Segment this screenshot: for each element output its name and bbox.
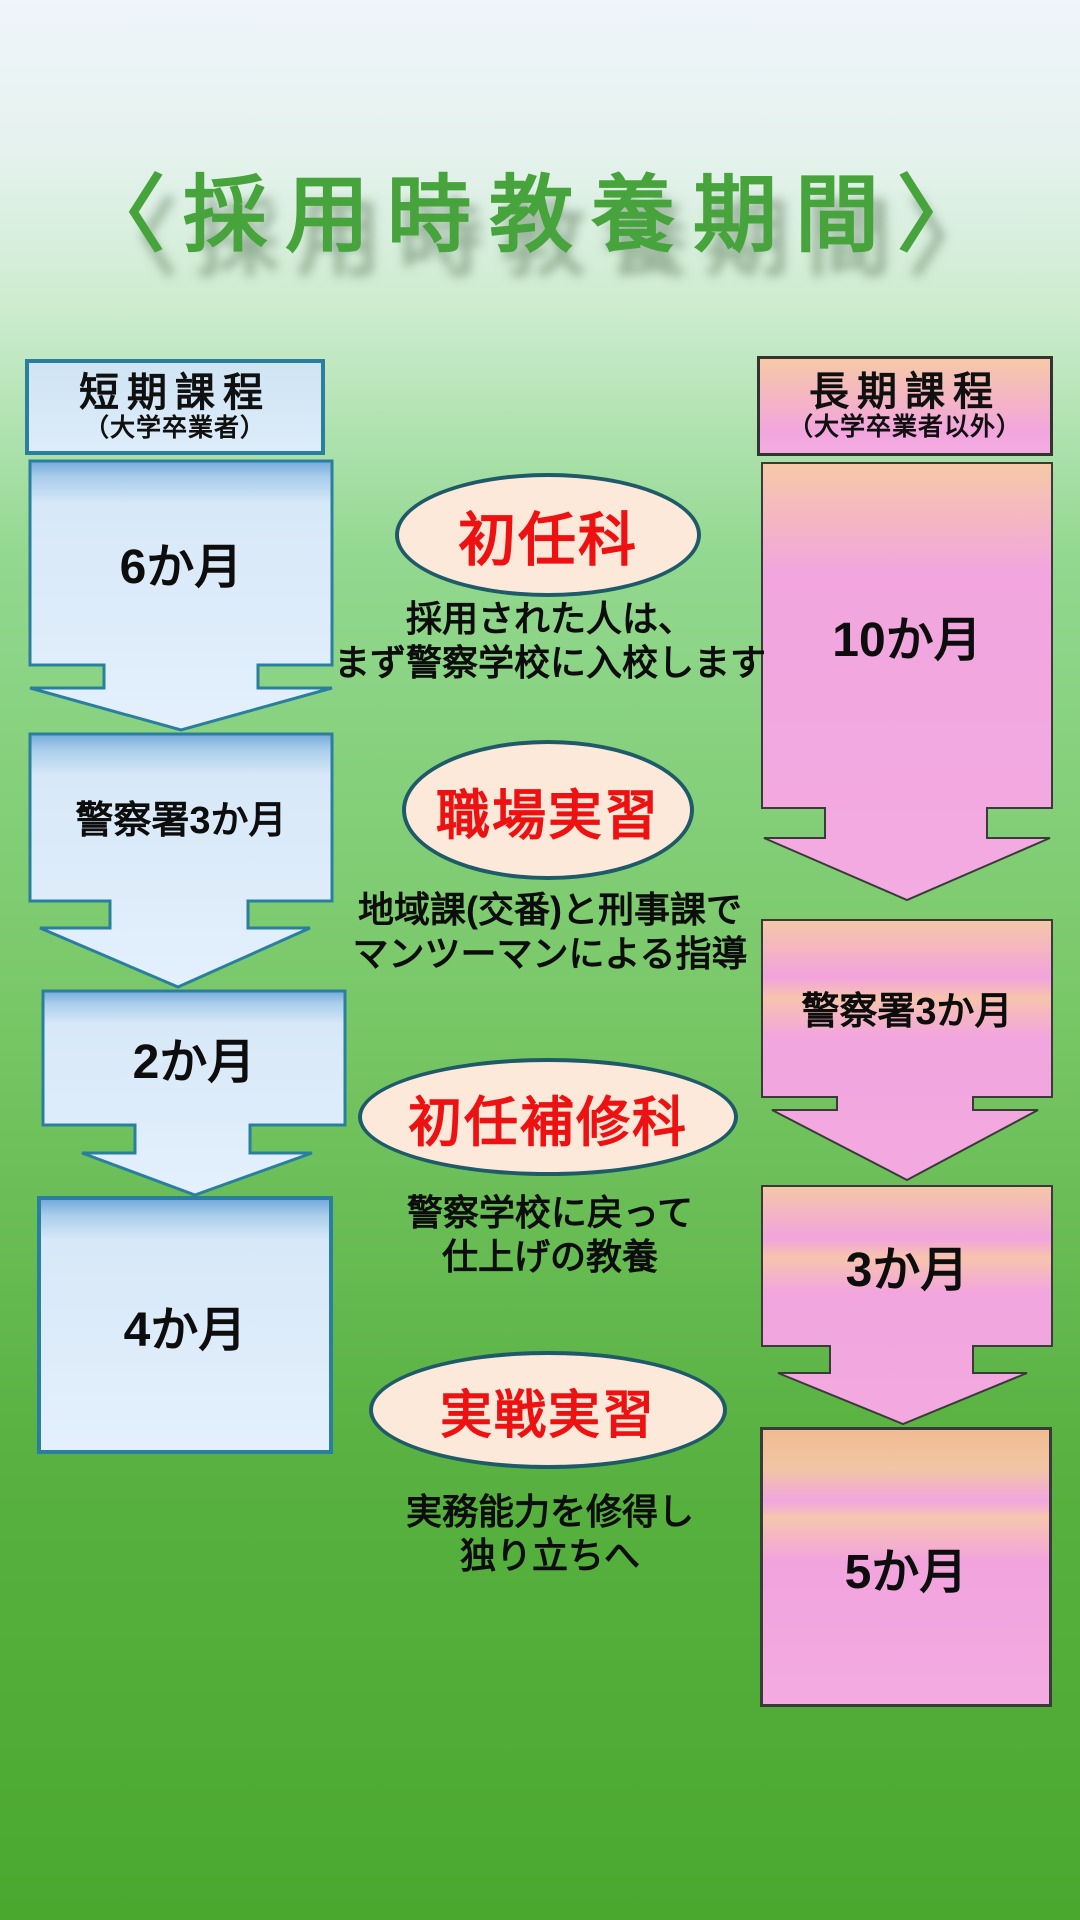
left-step-1-arrow-box: 6か月 bbox=[27, 458, 335, 734]
stage-2-desc-line1: 地域課(交番)と刑事課で bbox=[358, 889, 742, 930]
right-step-3-label: 3か月 bbox=[845, 1244, 969, 1297]
left-step-4-box: 4か月 bbox=[37, 1196, 333, 1454]
stage-3-description: 警察学校に戻って 仕上げの教養 bbox=[310, 1191, 790, 1279]
stage-3-oval: 初任補修科 bbox=[358, 1058, 738, 1176]
down-arrow-callout-shape bbox=[28, 732, 334, 989]
left-step-2-arrow-box: 警察署3か月 bbox=[27, 731, 335, 991]
down-arrow-callout-shape bbox=[761, 919, 1053, 1182]
stage-4-desc-line1: 実務能力を修得し bbox=[405, 1491, 694, 1532]
down-arrow-callout-shape bbox=[761, 462, 1053, 902]
short-course-title: 短期課程 bbox=[79, 370, 271, 415]
stage-1-description: 採用された人は、 まず警察学校に入校します bbox=[310, 597, 790, 685]
down-arrow-callout-shape bbox=[41, 989, 347, 1197]
down-arrow-callout-shape bbox=[761, 1185, 1053, 1426]
left-step-3-label: 2か月 bbox=[132, 1035, 256, 1089]
right-step-1-arrow-box: 10か月 bbox=[760, 461, 1054, 905]
stage-3-label: 初任補修科 bbox=[408, 1092, 688, 1153]
stage-4-oval: 実戦実習 bbox=[369, 1351, 727, 1469]
stage-4-description: 実務能力を修得し 独り立ちへ bbox=[310, 1490, 790, 1578]
stage-2-label: 職場実習 bbox=[436, 785, 660, 846]
stage-1-desc-line1: 採用された人は、 bbox=[405, 598, 694, 639]
right-step-2-label: 警察署3か月 bbox=[801, 991, 1013, 1033]
left-step-3-arrow-box: 2か月 bbox=[40, 988, 348, 1200]
right-step-2-arrow-box: 警察署3か月 bbox=[760, 918, 1054, 1184]
long-course-subtitle: （大学卒業者以外） bbox=[787, 412, 1022, 441]
stage-3-desc-line2: 仕上げの教養 bbox=[441, 1235, 658, 1277]
left-step-1-label: 6か月 bbox=[119, 540, 243, 594]
down-arrow-callout-shape bbox=[28, 459, 334, 732]
stage-2-oval: 職場実習 bbox=[402, 740, 694, 880]
right-step-1-label: 10か月 bbox=[832, 613, 982, 667]
stage-1-oval: 初任科 bbox=[395, 473, 701, 597]
stage-1-label: 初任科 bbox=[457, 508, 638, 573]
stage-1-desc-line2: まず警察学校に入校します bbox=[333, 641, 766, 683]
right-step-4-label: 5か月 bbox=[844, 1546, 968, 1599]
main-title: 〈採用時教養期間〉 bbox=[80, 168, 999, 262]
stage-4-label: 実戦実習 bbox=[439, 1386, 656, 1445]
left-step-2-label: 警察署3か月 bbox=[75, 799, 287, 842]
long-course-header: 長期課程 （大学卒業者以外） bbox=[757, 356, 1053, 456]
left-step-4-label: 4か月 bbox=[123, 1304, 247, 1357]
right-step-3-arrow-box: 3か月 bbox=[760, 1184, 1054, 1428]
long-course-title: 長期課程 bbox=[809, 369, 1001, 414]
short-course-header: 短期課程 （大学卒業者） bbox=[25, 359, 325, 455]
stage-3-desc-line1: 警察学校に戻って bbox=[406, 1192, 694, 1233]
stage-2-description: 地域課(交番)と刑事課で マンツーマンによる指導 bbox=[310, 888, 790, 976]
right-step-4-box: 5か月 bbox=[760, 1427, 1052, 1707]
stage-2-desc-line2: マンツーマンによる指導 bbox=[352, 932, 748, 974]
stage-4-desc-line2: 独り立ちへ bbox=[459, 1534, 640, 1576]
short-course-subtitle: （大学卒業者） bbox=[83, 413, 266, 442]
